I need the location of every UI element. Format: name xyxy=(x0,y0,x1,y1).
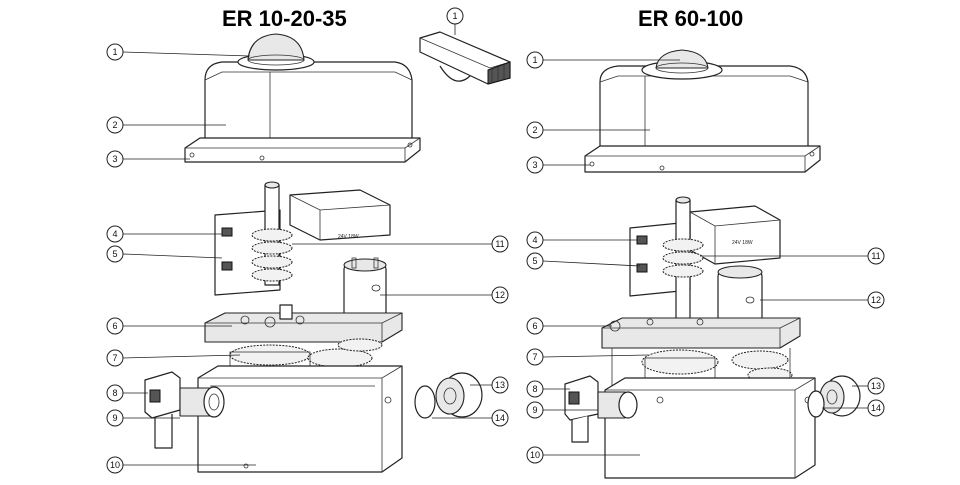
left-cover xyxy=(204,33,413,141)
svg-text:2: 2 xyxy=(112,120,117,130)
svg-text:1: 1 xyxy=(532,55,537,65)
callout-right-11: 11 xyxy=(867,247,885,265)
callout-right-1: 1 xyxy=(526,51,544,69)
callout-right-6: 6 xyxy=(526,317,544,335)
title-er-60-100: ER 60-100 xyxy=(638,6,743,31)
callout-right-10: 10 xyxy=(526,446,544,464)
svg-text:4: 4 xyxy=(532,235,537,245)
callout-left-11: 11 xyxy=(491,235,509,253)
svg-text:13: 13 xyxy=(495,380,505,390)
callout-left-9: 9 xyxy=(106,409,124,427)
svg-text:12: 12 xyxy=(871,295,881,305)
right-cover xyxy=(599,49,809,151)
left-dome-indicator xyxy=(247,33,305,61)
svg-text:11: 11 xyxy=(495,239,504,249)
right-housing xyxy=(604,377,816,479)
right-side-plug xyxy=(807,375,861,418)
callout-left-14: 14 xyxy=(491,409,509,427)
right-connector xyxy=(564,375,638,443)
right-actuator: 24V 18W xyxy=(564,49,861,479)
callout-right-8: 8 xyxy=(526,380,544,398)
callout-left-1: 1 xyxy=(106,43,124,61)
left-connector xyxy=(144,371,225,449)
left-cover-flange xyxy=(184,137,421,163)
right-gear-train xyxy=(611,348,793,392)
callout-left-2: 2 xyxy=(106,116,124,134)
callout-right-5: 5 xyxy=(526,252,544,270)
right-motor xyxy=(717,265,763,329)
svg-text:9: 9 xyxy=(532,405,537,415)
callout-left-6: 6 xyxy=(106,317,124,335)
callout-left-13: 13 xyxy=(491,376,509,394)
svg-text:12: 12 xyxy=(495,290,505,300)
left-actuator: 24V 18W xyxy=(144,31,511,473)
svg-text:10: 10 xyxy=(110,460,120,470)
svg-text:5: 5 xyxy=(112,249,117,259)
left-board-rating: 24V 18W xyxy=(338,234,359,240)
callout-left-7: 7 xyxy=(106,349,124,367)
left-side-plug xyxy=(414,372,483,419)
callout-left-5: 5 xyxy=(106,245,124,263)
callouts-right: 1 2 3 4 5 6 7 8 9 10 11 12 13 14 xyxy=(526,51,885,464)
callout-right-2: 2 xyxy=(526,121,544,139)
right-dome-indicator xyxy=(655,49,709,69)
svg-text:11: 11 xyxy=(871,251,880,261)
svg-text:13: 13 xyxy=(871,381,881,391)
svg-text:8: 8 xyxy=(112,388,117,398)
callout-right-13: 13 xyxy=(867,377,885,395)
callout-right-4: 4 xyxy=(526,231,544,249)
svg-text:7: 7 xyxy=(532,352,537,362)
callout-left-10: 10 xyxy=(106,456,124,474)
right-board-rating: 24V 18W xyxy=(732,240,753,246)
title-er-10-20-35: ER 10-20-35 xyxy=(222,6,347,31)
svg-text:6: 6 xyxy=(112,321,117,331)
svg-text:5: 5 xyxy=(532,256,537,266)
callout-handle-1: 1 xyxy=(446,7,464,25)
svg-text:1: 1 xyxy=(452,11,457,21)
svg-text:8: 8 xyxy=(532,384,537,394)
callout-left-8: 8 xyxy=(106,384,124,402)
svg-text:14: 14 xyxy=(871,403,881,413)
left-manual-handle xyxy=(419,31,511,85)
left-gear-train xyxy=(229,338,383,368)
callouts-left: 1 2 3 4 5 6 7 8 9 10 11 12 13 14 1 xyxy=(106,7,509,474)
callout-right-12: 12 xyxy=(867,291,885,309)
right-mounting-plate xyxy=(601,317,801,349)
leader-lines xyxy=(122,22,868,466)
callout-left-12: 12 xyxy=(491,286,509,304)
svg-text:3: 3 xyxy=(532,160,537,170)
svg-text:1: 1 xyxy=(112,47,117,57)
svg-text:10: 10 xyxy=(530,450,540,460)
callout-right-9: 9 xyxy=(526,401,544,419)
left-pcb-assembly: 24V 18W xyxy=(214,181,391,296)
svg-text:4: 4 xyxy=(112,229,117,239)
left-mounting-plate xyxy=(204,304,403,343)
svg-text:9: 9 xyxy=(112,413,117,423)
svg-text:14: 14 xyxy=(495,413,505,423)
right-pcb-assembly: 24V 18W xyxy=(629,196,781,331)
svg-text:6: 6 xyxy=(532,321,537,331)
callout-right-3: 3 xyxy=(526,156,544,174)
right-cover-flange xyxy=(584,145,821,173)
left-motor xyxy=(343,257,387,328)
callout-right-7: 7 xyxy=(526,348,544,366)
svg-text:3: 3 xyxy=(112,154,117,164)
callout-left-4: 4 xyxy=(106,225,124,243)
callout-right-14: 14 xyxy=(867,399,885,417)
svg-text:2: 2 xyxy=(532,125,537,135)
svg-text:7: 7 xyxy=(112,353,117,363)
callout-left-3: 3 xyxy=(106,150,124,168)
left-housing xyxy=(197,365,403,473)
